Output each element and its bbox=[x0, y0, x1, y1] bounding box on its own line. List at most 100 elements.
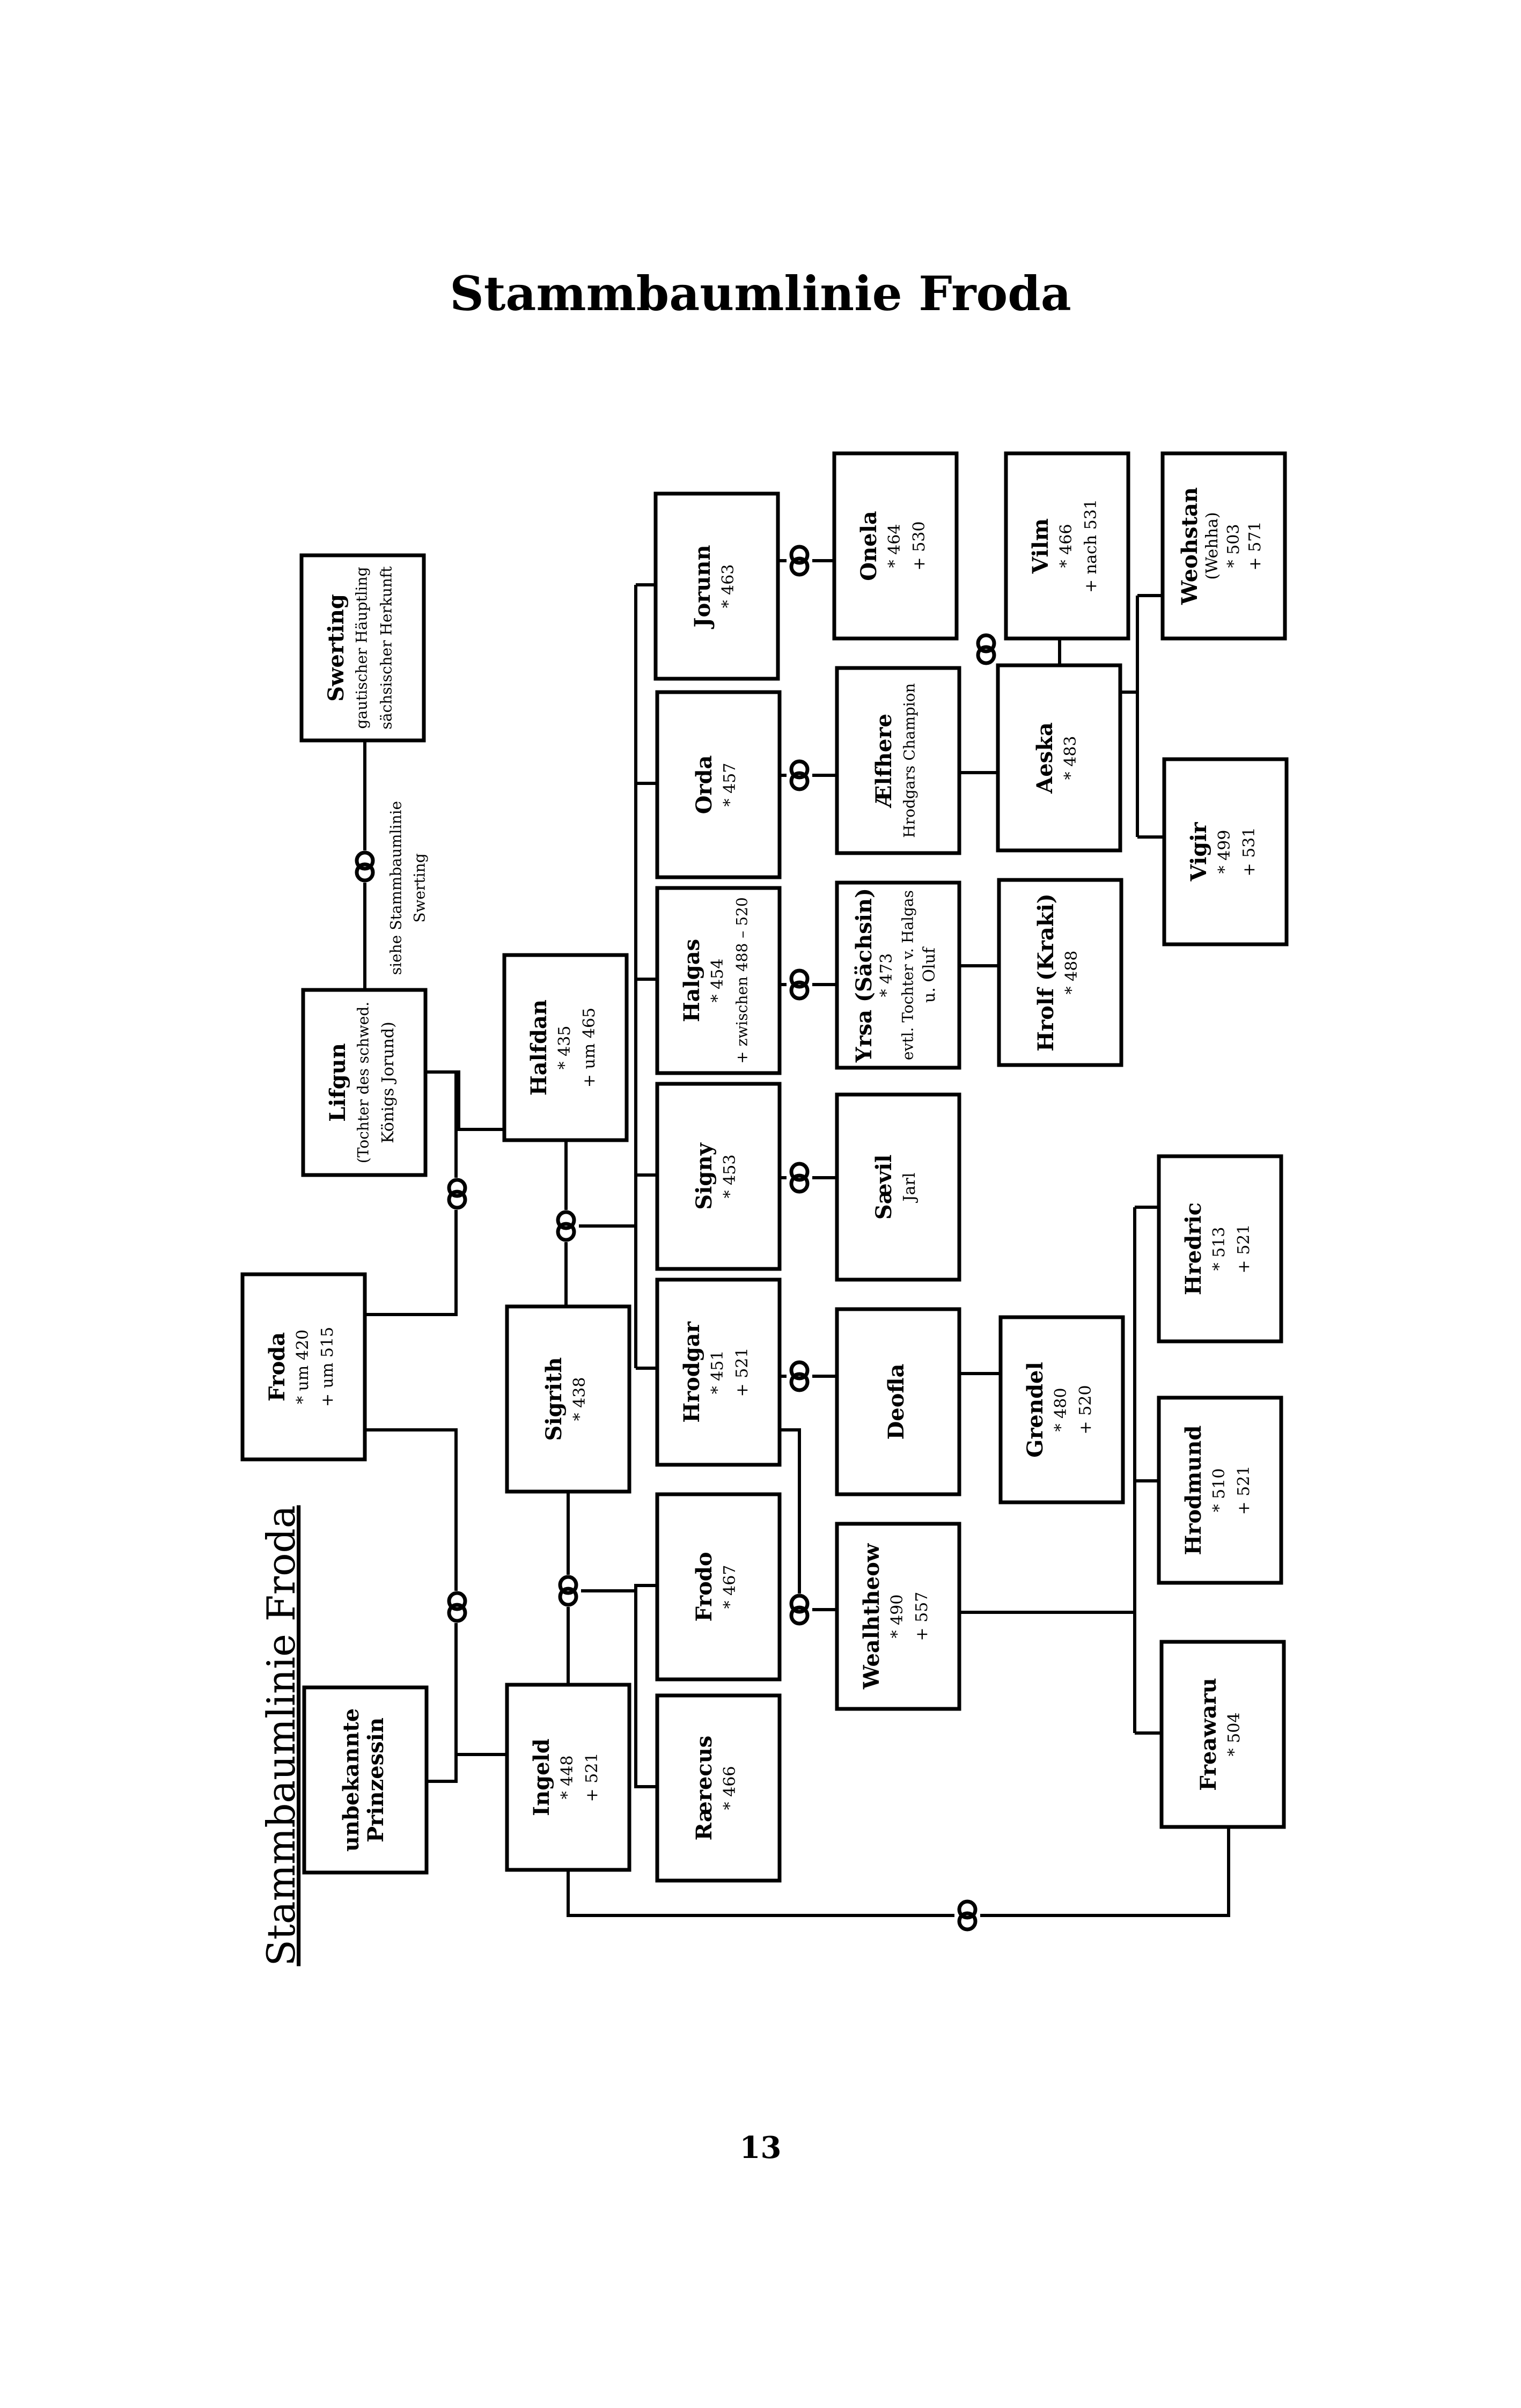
person-name: Vigir bbox=[1186, 822, 1211, 882]
person-box-frame bbox=[655, 1278, 782, 1467]
person-box-frame bbox=[655, 1492, 782, 1682]
person-detail: * 488 bbox=[1062, 951, 1081, 995]
person-box-grendel: Grendel* 480+ 520 bbox=[998, 1315, 1125, 1504]
person-name: Signy bbox=[692, 1142, 717, 1210]
person-box-frame bbox=[655, 690, 782, 879]
person-box-frame bbox=[240, 1272, 367, 1462]
person-box-frame bbox=[1159, 1640, 1286, 1829]
person-box-aeska: Aeska* 483 bbox=[996, 663, 1122, 853]
person-detail: Königs Jorund) bbox=[379, 1022, 398, 1143]
person-box-frame bbox=[1157, 1154, 1283, 1344]
person-box-frame bbox=[835, 1092, 961, 1282]
marriage-rings bbox=[352, 545, 999, 1932]
person-box-frame bbox=[502, 953, 629, 1142]
person-box-frame bbox=[997, 878, 1123, 1067]
person-name: Wealhtheow bbox=[859, 1543, 884, 1690]
person-detail: + 531 bbox=[1240, 827, 1259, 877]
marriage-ring-icon bbox=[973, 633, 999, 665]
person-box-halgas: Halgas* 454+ zwischen 488 – 520 bbox=[655, 886, 782, 1075]
person-name: Rærecus bbox=[692, 1736, 717, 1841]
person-detail: * 473 bbox=[877, 953, 896, 997]
person-box-halfdan: Halfdan* 435+ um 465 bbox=[502, 953, 629, 1142]
person-detail: + nach 531 bbox=[1082, 499, 1100, 593]
person-detail: * 448 bbox=[558, 1756, 577, 1800]
person-detail: * 464 bbox=[885, 524, 904, 568]
connector-line bbox=[634, 1584, 657, 1591]
person-name: Swerting bbox=[324, 594, 349, 702]
person-name: Ingeld bbox=[529, 1738, 554, 1816]
person-box-frame bbox=[299, 553, 426, 743]
person-box-orda: Orda* 457 bbox=[655, 690, 782, 879]
person-detail: (Wehha) bbox=[1203, 512, 1222, 579]
person-box-sigrith: Sigrith* 438 bbox=[505, 1304, 631, 1494]
person-box-frame bbox=[1004, 451, 1130, 641]
person-box-frame bbox=[835, 1307, 961, 1496]
marriage-ring-icon bbox=[787, 759, 812, 791]
person-detail: gautischer Häuptling bbox=[353, 567, 371, 729]
person-box-frame bbox=[505, 1683, 631, 1872]
person-detail: * 513 bbox=[1210, 1227, 1229, 1271]
person-box-frame bbox=[1160, 451, 1287, 641]
person-detail: * 483 bbox=[1061, 736, 1080, 780]
person-detail: + um 515 bbox=[318, 1327, 337, 1407]
person-detail: u. Oluf bbox=[920, 946, 939, 1003]
person-detail: * 490 bbox=[888, 1595, 907, 1639]
person-detail: * 499 bbox=[1215, 830, 1234, 874]
person-detail: + um 465 bbox=[580, 1008, 599, 1088]
person-box-onela: Onela* 464+ 530 bbox=[832, 451, 959, 641]
person-detail: * 504 bbox=[1225, 1713, 1244, 1757]
connector-line bbox=[567, 1827, 1230, 1917]
person-box-hrodgar: Hrodgar* 451+ 521 bbox=[655, 1278, 782, 1467]
person-name: Grendel bbox=[1023, 1362, 1048, 1457]
person-name: Frodo bbox=[692, 1552, 717, 1621]
person-box-signy: Signy* 453 bbox=[655, 1082, 782, 1271]
person-name: Lifgun bbox=[325, 1043, 350, 1122]
person-box-frodo: Frodo* 467 bbox=[655, 1492, 782, 1682]
person-name: Froda bbox=[264, 1332, 290, 1401]
person-detail: * 466 bbox=[721, 1766, 739, 1810]
person-box-hredric: Hredric* 513 + 521 bbox=[1157, 1154, 1283, 1344]
diagram-heading: Stammbaumlinie Froda bbox=[259, 1505, 304, 1966]
person-name: unbekannte bbox=[339, 1708, 364, 1852]
connector-line bbox=[425, 1070, 504, 1131]
person-box-frame bbox=[655, 1082, 782, 1271]
person-box-jorunn: Jorunn* 463 bbox=[653, 491, 780, 681]
person-name: Hredric bbox=[1181, 1202, 1206, 1295]
person-box-frame bbox=[835, 666, 961, 855]
person-detail: + 571 bbox=[1246, 522, 1265, 571]
person-detail: + 557 bbox=[913, 1592, 931, 1641]
person-detail: + zwischen 488 – 520 bbox=[733, 897, 751, 1063]
person-box-frame bbox=[655, 1693, 782, 1883]
person-name: Freawaru bbox=[1196, 1678, 1221, 1791]
person-box-frame bbox=[653, 491, 780, 681]
marriage-ring-icon bbox=[787, 1162, 812, 1194]
person-box-weohstan: Weohstan(Wehha)* 503+ 571 bbox=[1160, 451, 1287, 641]
person-detail: * 435 bbox=[555, 1026, 574, 1070]
page-title: Stammbaumlinie Froda bbox=[450, 266, 1071, 321]
person-detail: * um 420 bbox=[293, 1330, 312, 1404]
person-detail: + 521 bbox=[583, 1753, 601, 1802]
person-name: Deofla bbox=[884, 1364, 909, 1440]
page-number: 13 bbox=[739, 2130, 782, 2165]
connector-line bbox=[780, 1428, 837, 1611]
person-detail: * 438 bbox=[570, 1377, 589, 1421]
person-detail: * 466 bbox=[1057, 524, 1076, 568]
person-box-ingeld: Ingeld* 448 + 521 bbox=[505, 1683, 631, 1872]
person-name: Jorunn bbox=[690, 545, 715, 629]
person-box-frame bbox=[998, 1315, 1125, 1504]
person-box-frame bbox=[835, 1522, 961, 1711]
person-name: Hrodmund bbox=[1181, 1425, 1206, 1555]
person-name: Weohstan bbox=[1177, 487, 1202, 605]
person-detail: sächsischer Herkunft bbox=[378, 566, 395, 730]
person-detail: (Tochter des schwed. bbox=[355, 1002, 372, 1163]
person-detail: + 521 bbox=[733, 1348, 752, 1397]
person-name: Sigrith bbox=[541, 1357, 567, 1441]
marriage-ring-icon bbox=[444, 1178, 470, 1210]
person-detail: + 521 bbox=[1235, 1224, 1253, 1274]
person-detail: + 521 bbox=[1235, 1466, 1253, 1515]
